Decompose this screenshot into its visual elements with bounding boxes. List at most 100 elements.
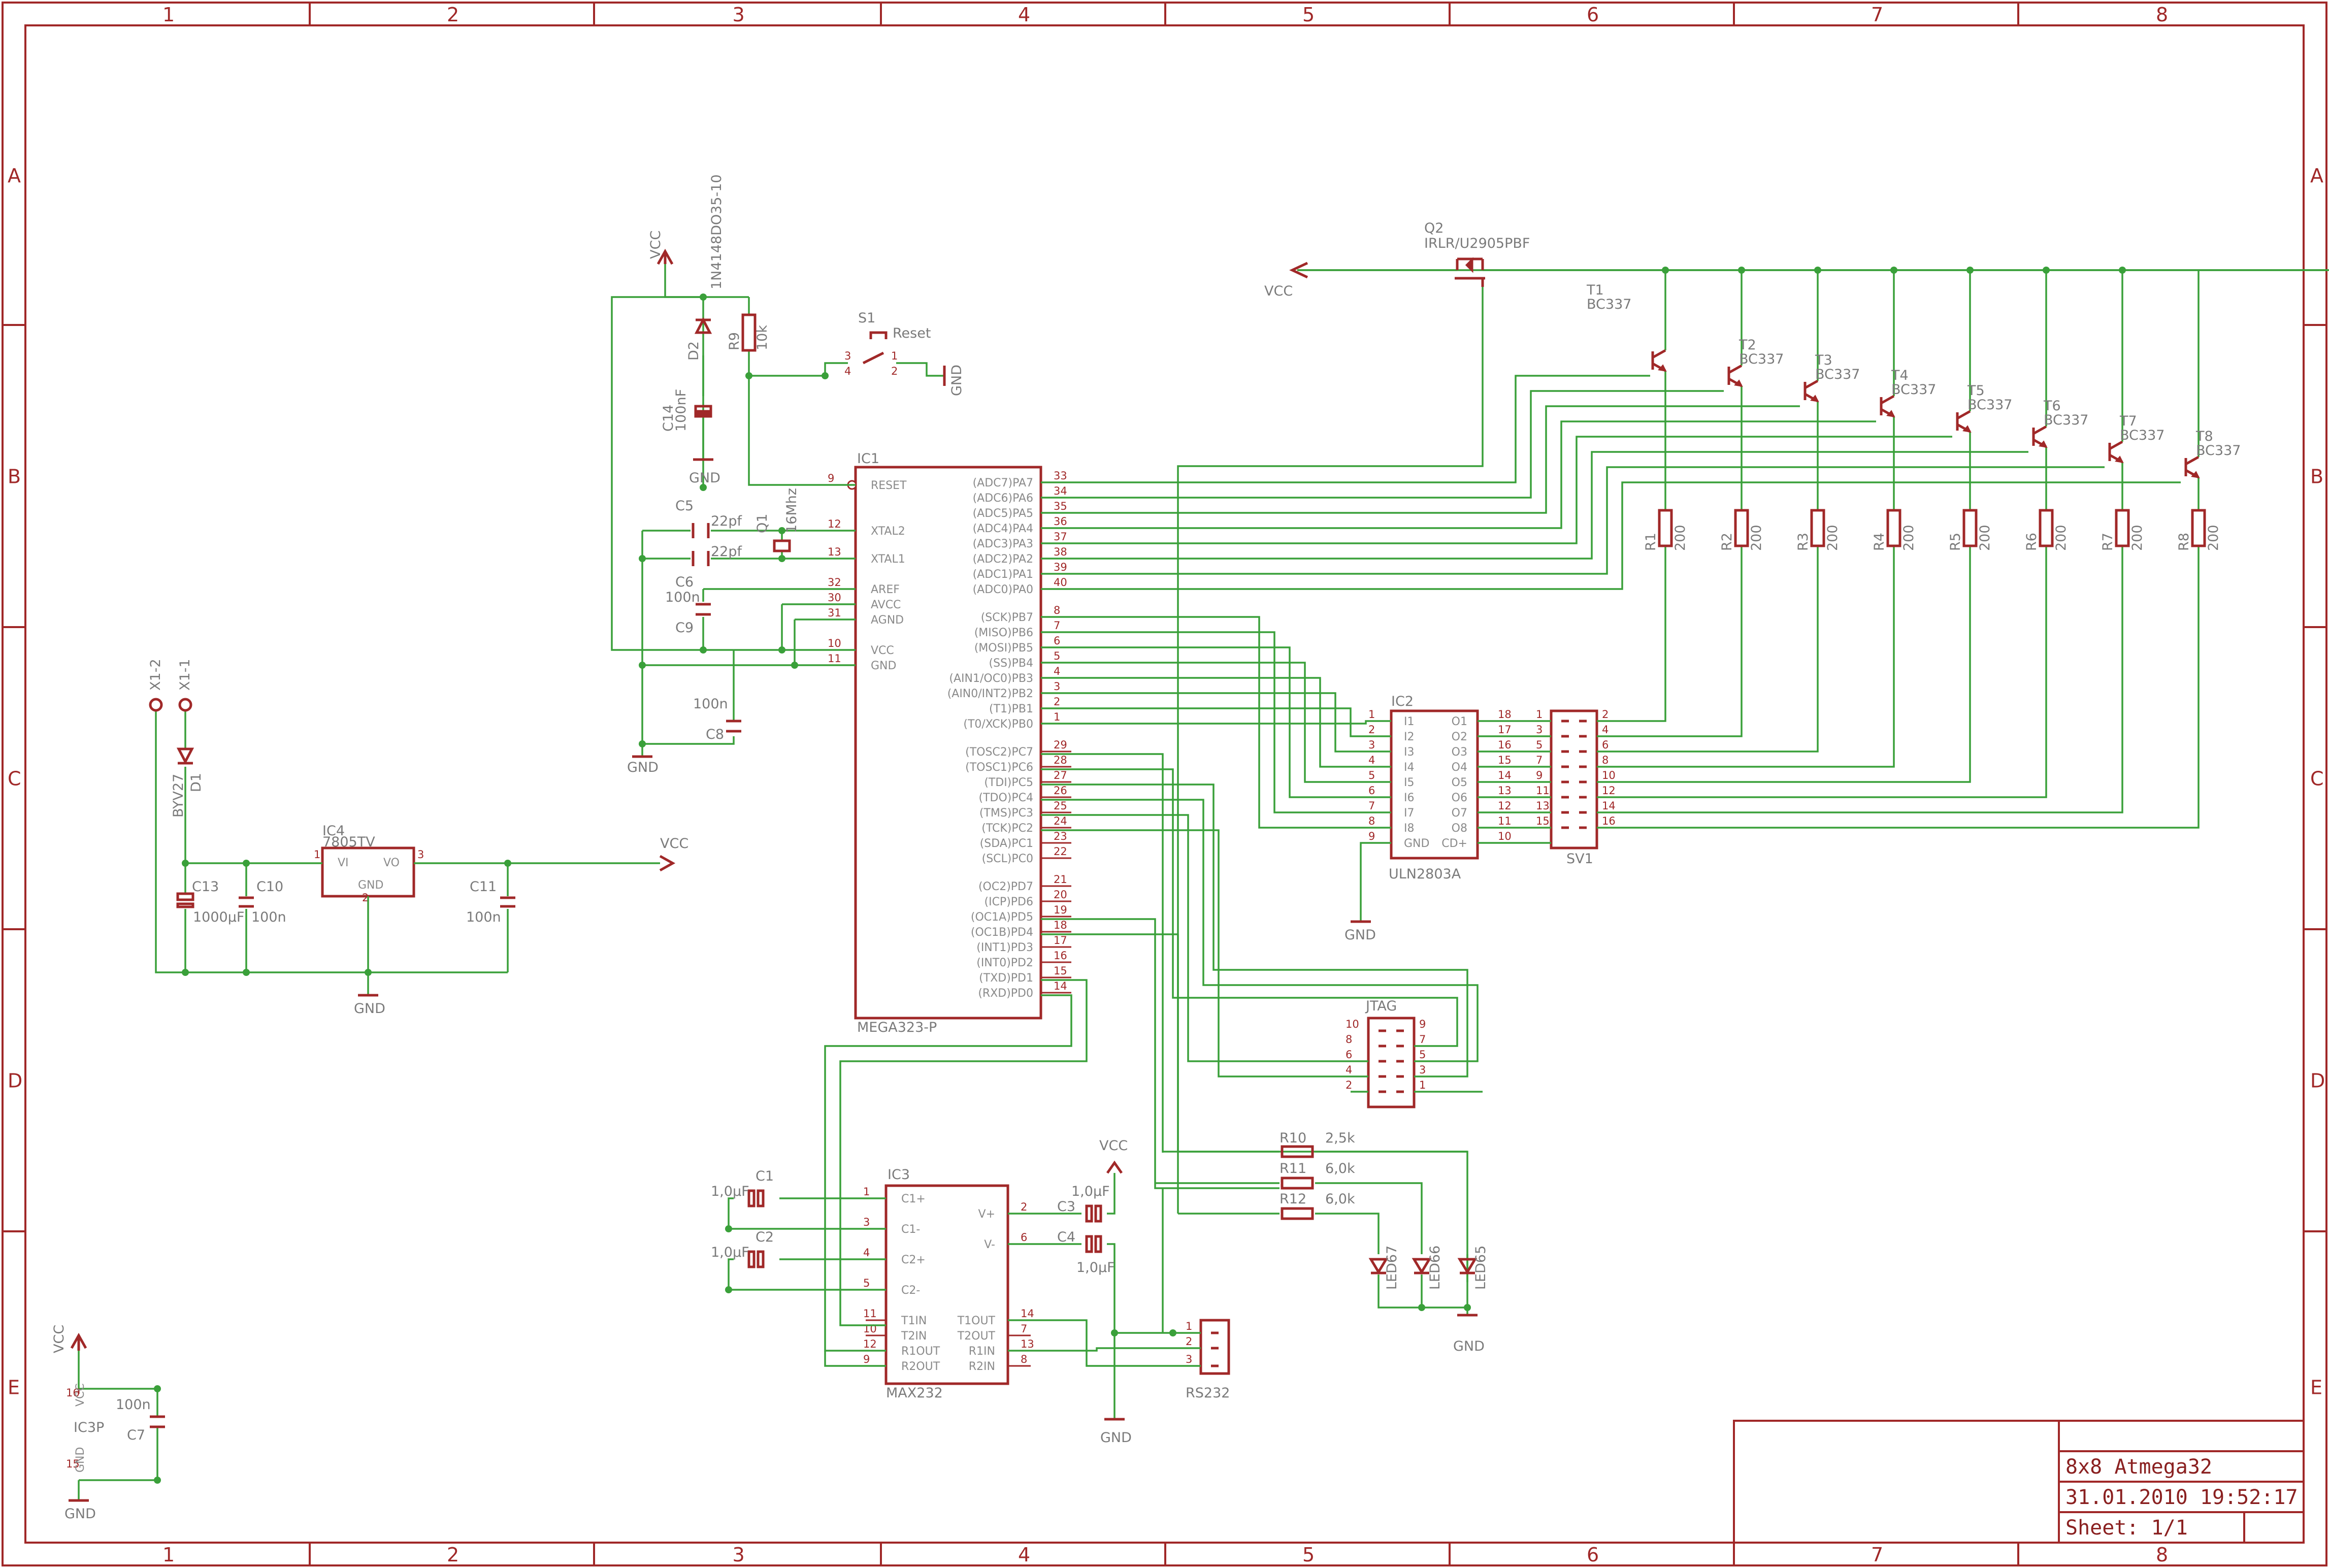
ic1-pin-vcc: VCC <box>871 644 894 657</box>
gnd-label-s1: GND <box>949 365 965 396</box>
x1-2-label: X1-2 <box>148 659 163 691</box>
grid-col-top-4: 4 <box>1018 4 1030 26</box>
c6-ref: C6 <box>675 574 694 590</box>
uln-gnd: GND <box>1344 920 1376 943</box>
ic1-pin-num-25: 25 <box>1054 800 1067 812</box>
ic1-pin-aref: AREF <box>871 583 900 596</box>
ic1-pin-agnd: AGND <box>871 614 904 627</box>
ic3-pin-num-5: 5 <box>863 1277 870 1289</box>
junction-dot <box>822 372 829 379</box>
ic3-pin-c1plus: C1+ <box>901 1193 926 1205</box>
ic3-name: MAX232 <box>886 1385 943 1401</box>
ic1-pin-num-36: 36 <box>1054 515 1067 528</box>
ic2-pin-num-13: 13 <box>1498 785 1512 797</box>
vcc-label-supply: VCC <box>660 836 688 852</box>
ic1-pin-num-1: 1 <box>1054 711 1060 723</box>
rs232-pin-1: 1 <box>1186 1320 1192 1332</box>
c7-ref: C7 <box>127 1427 145 1443</box>
ic2-pin-num-11: 11 <box>1498 815 1512 827</box>
ic2-pin-num-2: 2 <box>1368 724 1375 736</box>
junction-dot <box>725 1286 732 1293</box>
ic1-pin-num-21: 21 <box>1054 873 1067 886</box>
ic1-pin-misopb6: (MISO)PB6 <box>974 627 1033 639</box>
transistor-ref-t5: T5 <box>1967 383 1985 399</box>
ic1-pin-num-9: 9 <box>828 472 834 484</box>
grid-row-right-D: D <box>2310 1070 2325 1092</box>
ic4-name: 7805TV <box>322 834 375 850</box>
ic1-pin-num-28: 28 <box>1054 754 1067 766</box>
junction-dot <box>639 555 646 562</box>
c1-value: 1,0µF <box>711 1184 749 1199</box>
ic2-pin-i2: I2 <box>1404 731 1415 743</box>
led67-ref: LED67 <box>1384 1246 1400 1290</box>
junction-dot <box>1814 267 1821 274</box>
ic1-pin-oc1apd5: (OC1A)PD5 <box>971 911 1033 924</box>
resistor-ref-r2: R2 <box>1719 533 1735 551</box>
title-block-date: 31.01.2010 19:52:17 <box>2065 1486 2298 1509</box>
q2-value: IRLR/U2905PBF <box>1424 236 1530 251</box>
junction-dot <box>1738 267 1745 274</box>
resistor-value-r4: 200 <box>1901 525 1917 551</box>
ic2-pin-num-12: 12 <box>1498 800 1512 812</box>
r12-value: 6,0k <box>1325 1191 1355 1207</box>
vcc-label-reset: VCC <box>648 231 664 259</box>
grid-row-left-A: A <box>8 165 21 187</box>
c11-value: 100n <box>466 909 501 925</box>
jtag-pin-8: 8 <box>1346 1033 1352 1046</box>
ic2-pin-num-17: 17 <box>1498 724 1512 736</box>
jtag-pin-7: 7 <box>1419 1033 1426 1046</box>
ic2-pin-num-9: 9 <box>1368 830 1375 842</box>
ic3p-power: VCC 16 VCC IC3P 15 GND 100n C7 GND <box>51 1325 165 1522</box>
junction-dot <box>365 969 372 976</box>
ic3-pin-t1in: T1IN <box>901 1315 927 1327</box>
c13-value: 1000µF <box>193 909 244 925</box>
ic2-pin-o6: O6 <box>1452 792 1467 804</box>
ic1-mega323: IC1 MEGA323-P RESET9XTAL212XTAL113AREF32… <box>828 451 1071 1035</box>
c5-value: 22pf <box>711 513 742 529</box>
ic1-pin-num-34: 34 <box>1054 485 1067 497</box>
ic3p-ref: IC3P <box>74 1420 104 1435</box>
ic1-pin-tckpc2: (TCK)PC2 <box>981 822 1033 835</box>
reset-circuit: VCC D2 1N4148DO35-10 R9 10k C14 100nF GN… <box>648 174 965 486</box>
transistor-value-t7: BC337 <box>2120 428 2164 443</box>
ic1-pin-tdopc4: (TDO)PC4 <box>979 792 1034 804</box>
junction-dot <box>639 740 646 747</box>
d1-value: BYV27 <box>171 774 186 818</box>
ic1-pin-adc1pa1: (ADC1)PA1 <box>973 568 1033 581</box>
ic1-pin-int1pd3: (INT1)PD3 <box>976 941 1033 954</box>
vcc-symbol-q2: VCC <box>1264 262 1308 299</box>
jtag-pin-6: 6 <box>1346 1049 1352 1061</box>
rs232-pin-3: 3 <box>1186 1353 1192 1365</box>
c9-value: 100n <box>665 590 700 605</box>
c2-ref: C2 <box>756 1229 774 1245</box>
transistor-ref-t7: T7 <box>2119 413 2137 429</box>
c9-ref: C9 <box>675 620 694 636</box>
ic1-pin-sdapc1: (SDA)PC1 <box>980 837 1033 850</box>
junction-dot <box>504 860 511 867</box>
ic1-pin-num-4: 4 <box>1054 665 1060 677</box>
ic4-vi: VI <box>338 857 349 869</box>
r11-value: 6,0k <box>1325 1161 1355 1177</box>
c10-ref: C10 <box>256 879 283 895</box>
q2-ref: Q2 <box>1424 220 1444 236</box>
jtag-pin-4: 4 <box>1346 1064 1352 1076</box>
ic2-pin-gnd: GND <box>1404 837 1429 850</box>
vcc-label-q2: VCC <box>1264 283 1293 299</box>
ic2-pin-num-7: 7 <box>1368 800 1375 812</box>
c8-ref: C8 <box>706 727 724 742</box>
ic1-pin-num-10: 10 <box>828 637 841 649</box>
ic3p-vcc-name: VCC <box>74 1383 87 1407</box>
ic1-pin-oc2pd7: (OC2)PD7 <box>978 880 1033 893</box>
ic3-pin-vminus: V- <box>984 1238 995 1251</box>
ic1-pin-tdipc5: (TDI)PC5 <box>984 776 1033 789</box>
jtag-pin-1: 1 <box>1419 1079 1426 1091</box>
ic1-pin-num-40: 40 <box>1054 576 1067 589</box>
sv1-pin-15: 15 <box>1536 815 1550 827</box>
ic1-pin-num-20: 20 <box>1054 889 1067 901</box>
ic3-ref: IC3 <box>888 1167 910 1183</box>
junction-dot <box>745 372 752 379</box>
